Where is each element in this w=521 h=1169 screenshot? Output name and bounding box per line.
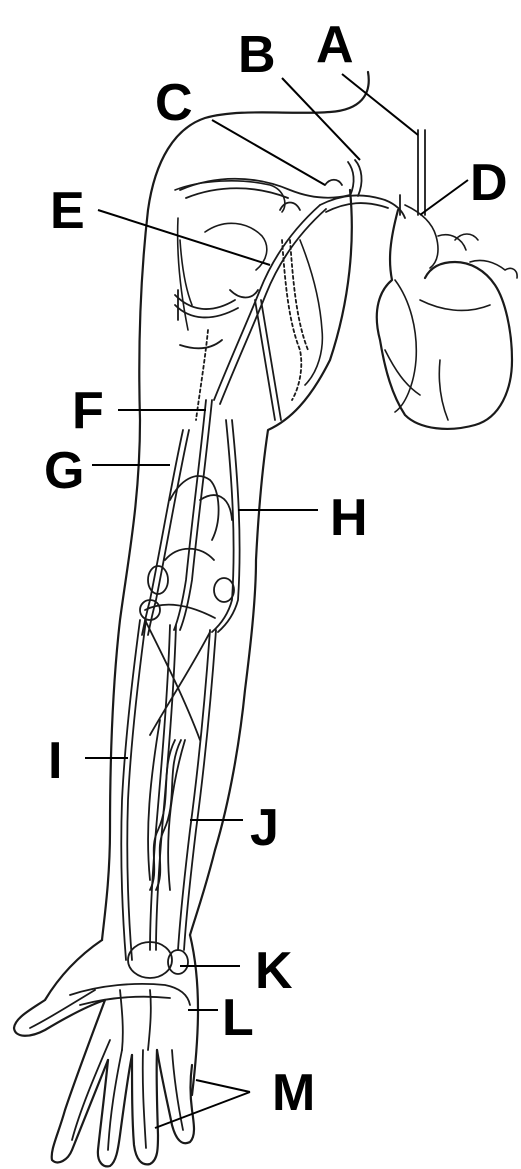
leader-a — [342, 74, 418, 135]
label-e: E — [50, 182, 85, 240]
label-g: G — [44, 442, 84, 500]
label-l: L — [222, 989, 254, 1047]
label-i: I — [48, 732, 62, 790]
label-a: A — [316, 16, 354, 74]
upper-arm-veins — [140, 205, 326, 635]
leader-c — [212, 120, 325, 185]
leader-d — [420, 180, 468, 215]
label-b: B — [238, 26, 276, 84]
leader-b — [282, 78, 360, 160]
heart — [377, 205, 517, 429]
leader-e — [98, 210, 270, 265]
leader-m1 — [196, 1080, 250, 1092]
label-h: H — [330, 489, 368, 547]
hand-outline — [14, 935, 198, 1166]
label-d: D — [470, 154, 508, 212]
forearm-veins — [121, 620, 216, 960]
label-m: M — [272, 1064, 315, 1122]
label-c: C — [155, 74, 193, 132]
label-f: F — [72, 382, 104, 440]
labels: A B C D E F G H I J K L M — [44, 16, 508, 1122]
label-j: J — [250, 799, 279, 857]
label-k: K — [255, 942, 293, 1000]
arm-outline — [102, 72, 369, 940]
subclavian-veins — [180, 130, 425, 385]
